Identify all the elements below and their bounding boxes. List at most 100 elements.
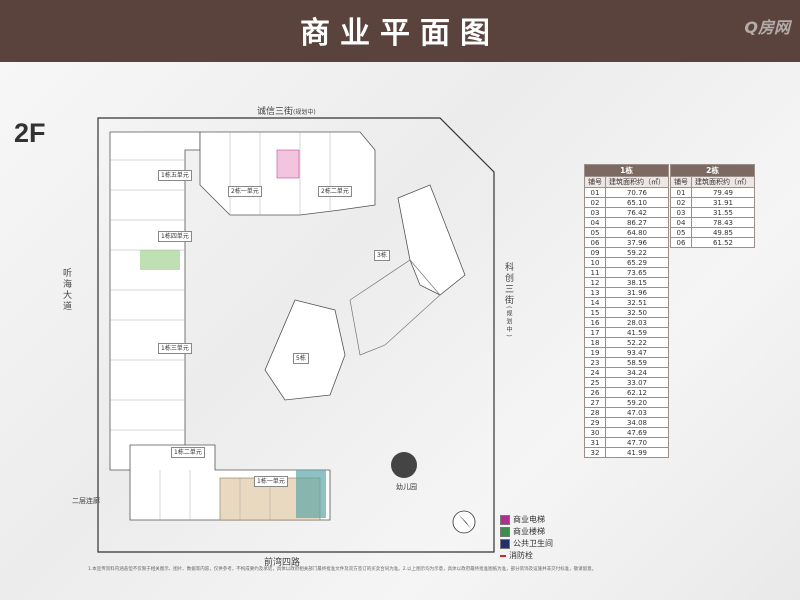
shop-number-cell: 02 xyxy=(670,197,692,208)
area-cell: 58.59 xyxy=(605,357,669,368)
shop-number-cell: 11 xyxy=(584,267,606,278)
street-north: 诚信三街(规划中) xyxy=(257,104,316,117)
area-cell: 49.85 xyxy=(691,227,755,238)
table2-col-area: 建筑面积约（㎡） xyxy=(691,176,755,188)
teal-area xyxy=(296,470,326,518)
area-cell: 47.03 xyxy=(605,407,669,418)
area-cell: 93.47 xyxy=(605,347,669,358)
area-cell: 41.99 xyxy=(605,447,669,458)
elevator-icon xyxy=(500,514,510,525)
fire-hydrant-icon xyxy=(500,554,506,557)
site-boundary xyxy=(97,117,495,553)
green-area xyxy=(140,250,180,270)
legend-elevator-label: 商业电梯 xyxy=(513,515,545,524)
label-b2-1: 2栋一单元 xyxy=(228,186,262,197)
label-b1-3: 1栋三单元 xyxy=(158,343,192,354)
label-b3: 3栋 xyxy=(374,250,390,261)
shop-number-cell: 06 xyxy=(584,237,606,248)
area-cell: 32.50 xyxy=(605,307,669,318)
shop-number-cell: 04 xyxy=(584,217,606,228)
restroom-icon xyxy=(500,538,510,549)
street-east-name: 科创三街 xyxy=(503,262,513,306)
shop-number-cell: 32 xyxy=(584,447,606,458)
compass-circle xyxy=(452,510,476,534)
area-cell: 47.69 xyxy=(605,427,669,438)
label-b1-2: 1栋二单元 xyxy=(171,447,205,458)
shop-number-cell: 27 xyxy=(584,397,606,408)
footnote: 1.本宣传资料内涵盖但不仅限于相关图示、图片、数据等内容，仅供参考，不构成要约及… xyxy=(88,567,597,572)
shop-number-cell: 05 xyxy=(670,227,692,238)
area-cell: 73.65 xyxy=(605,267,669,278)
building-1-west-wing xyxy=(109,131,201,471)
pink-atrium xyxy=(276,149,300,179)
area-cell: 78.43 xyxy=(691,217,755,228)
area-cell: 31.55 xyxy=(691,207,755,218)
area-cell: 28.03 xyxy=(605,317,669,328)
street-west: 听海大道 xyxy=(61,268,71,312)
table2-col-no: 铺号 xyxy=(670,176,692,188)
area-cell: 65.29 xyxy=(605,257,669,268)
area-cell: 64.80 xyxy=(605,227,669,238)
shop-number-cell: 04 xyxy=(670,217,692,228)
shop-number-cell: 31 xyxy=(584,437,606,448)
building-5 xyxy=(264,299,346,401)
area-cell: 32.51 xyxy=(605,297,669,308)
shop-number-cell: 02 xyxy=(584,197,606,208)
area-cell: 65.10 xyxy=(605,197,669,208)
shop-number-cell: 13 xyxy=(584,287,606,298)
shop-number-cell: 17 xyxy=(584,327,606,338)
area-cell: 62.12 xyxy=(605,387,669,398)
shop-number-cell: 19 xyxy=(584,347,606,358)
shop-number-cell: 30 xyxy=(584,427,606,438)
shop-number-cell: 24 xyxy=(584,367,606,378)
area-cell: 37.96 xyxy=(605,237,669,248)
street-south: 前湾四路 xyxy=(264,558,301,568)
label-b1-4: 1栋四单元 xyxy=(158,231,192,242)
shop-number-cell: 03 xyxy=(584,207,606,218)
shop-number-cell: 28 xyxy=(584,407,606,418)
area-cell: 76.42 xyxy=(605,207,669,218)
compass-arrow xyxy=(458,514,471,529)
shop-number-cell: 12 xyxy=(584,277,606,288)
shop-number-cell: 01 xyxy=(584,187,606,198)
diagonal-connector xyxy=(349,259,441,356)
area-cell: 59.22 xyxy=(605,247,669,258)
page-title: 商业平面图 xyxy=(300,16,500,51)
legend-stairs: 商业楼梯 xyxy=(500,526,545,537)
area-cell: 38.15 xyxy=(605,277,669,288)
shop-number-cell: 25 xyxy=(584,377,606,388)
watermark-logo: Q房网 xyxy=(744,18,790,37)
label-b1-1: 1栋一单元 xyxy=(254,476,288,487)
legend-restroom: 公共卫生间 xyxy=(500,538,553,549)
table1-title: 1栋 xyxy=(584,164,669,177)
